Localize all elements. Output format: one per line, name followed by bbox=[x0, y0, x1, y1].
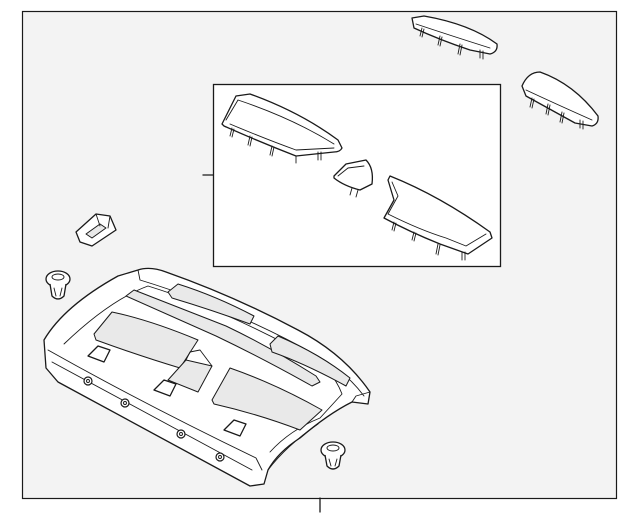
retainer-clip-right bbox=[320, 441, 346, 470]
trim-cover-upper-2 bbox=[521, 71, 599, 130]
inset-center-cap bbox=[333, 159, 374, 198]
retainer-clip-left bbox=[45, 270, 71, 300]
inset-left-cover bbox=[221, 93, 343, 164]
inset-right-cover bbox=[383, 175, 493, 261]
rear-package-tray bbox=[43, 267, 371, 487]
trim-cover-upper-1 bbox=[411, 15, 498, 60]
vent-grille bbox=[75, 213, 117, 247]
